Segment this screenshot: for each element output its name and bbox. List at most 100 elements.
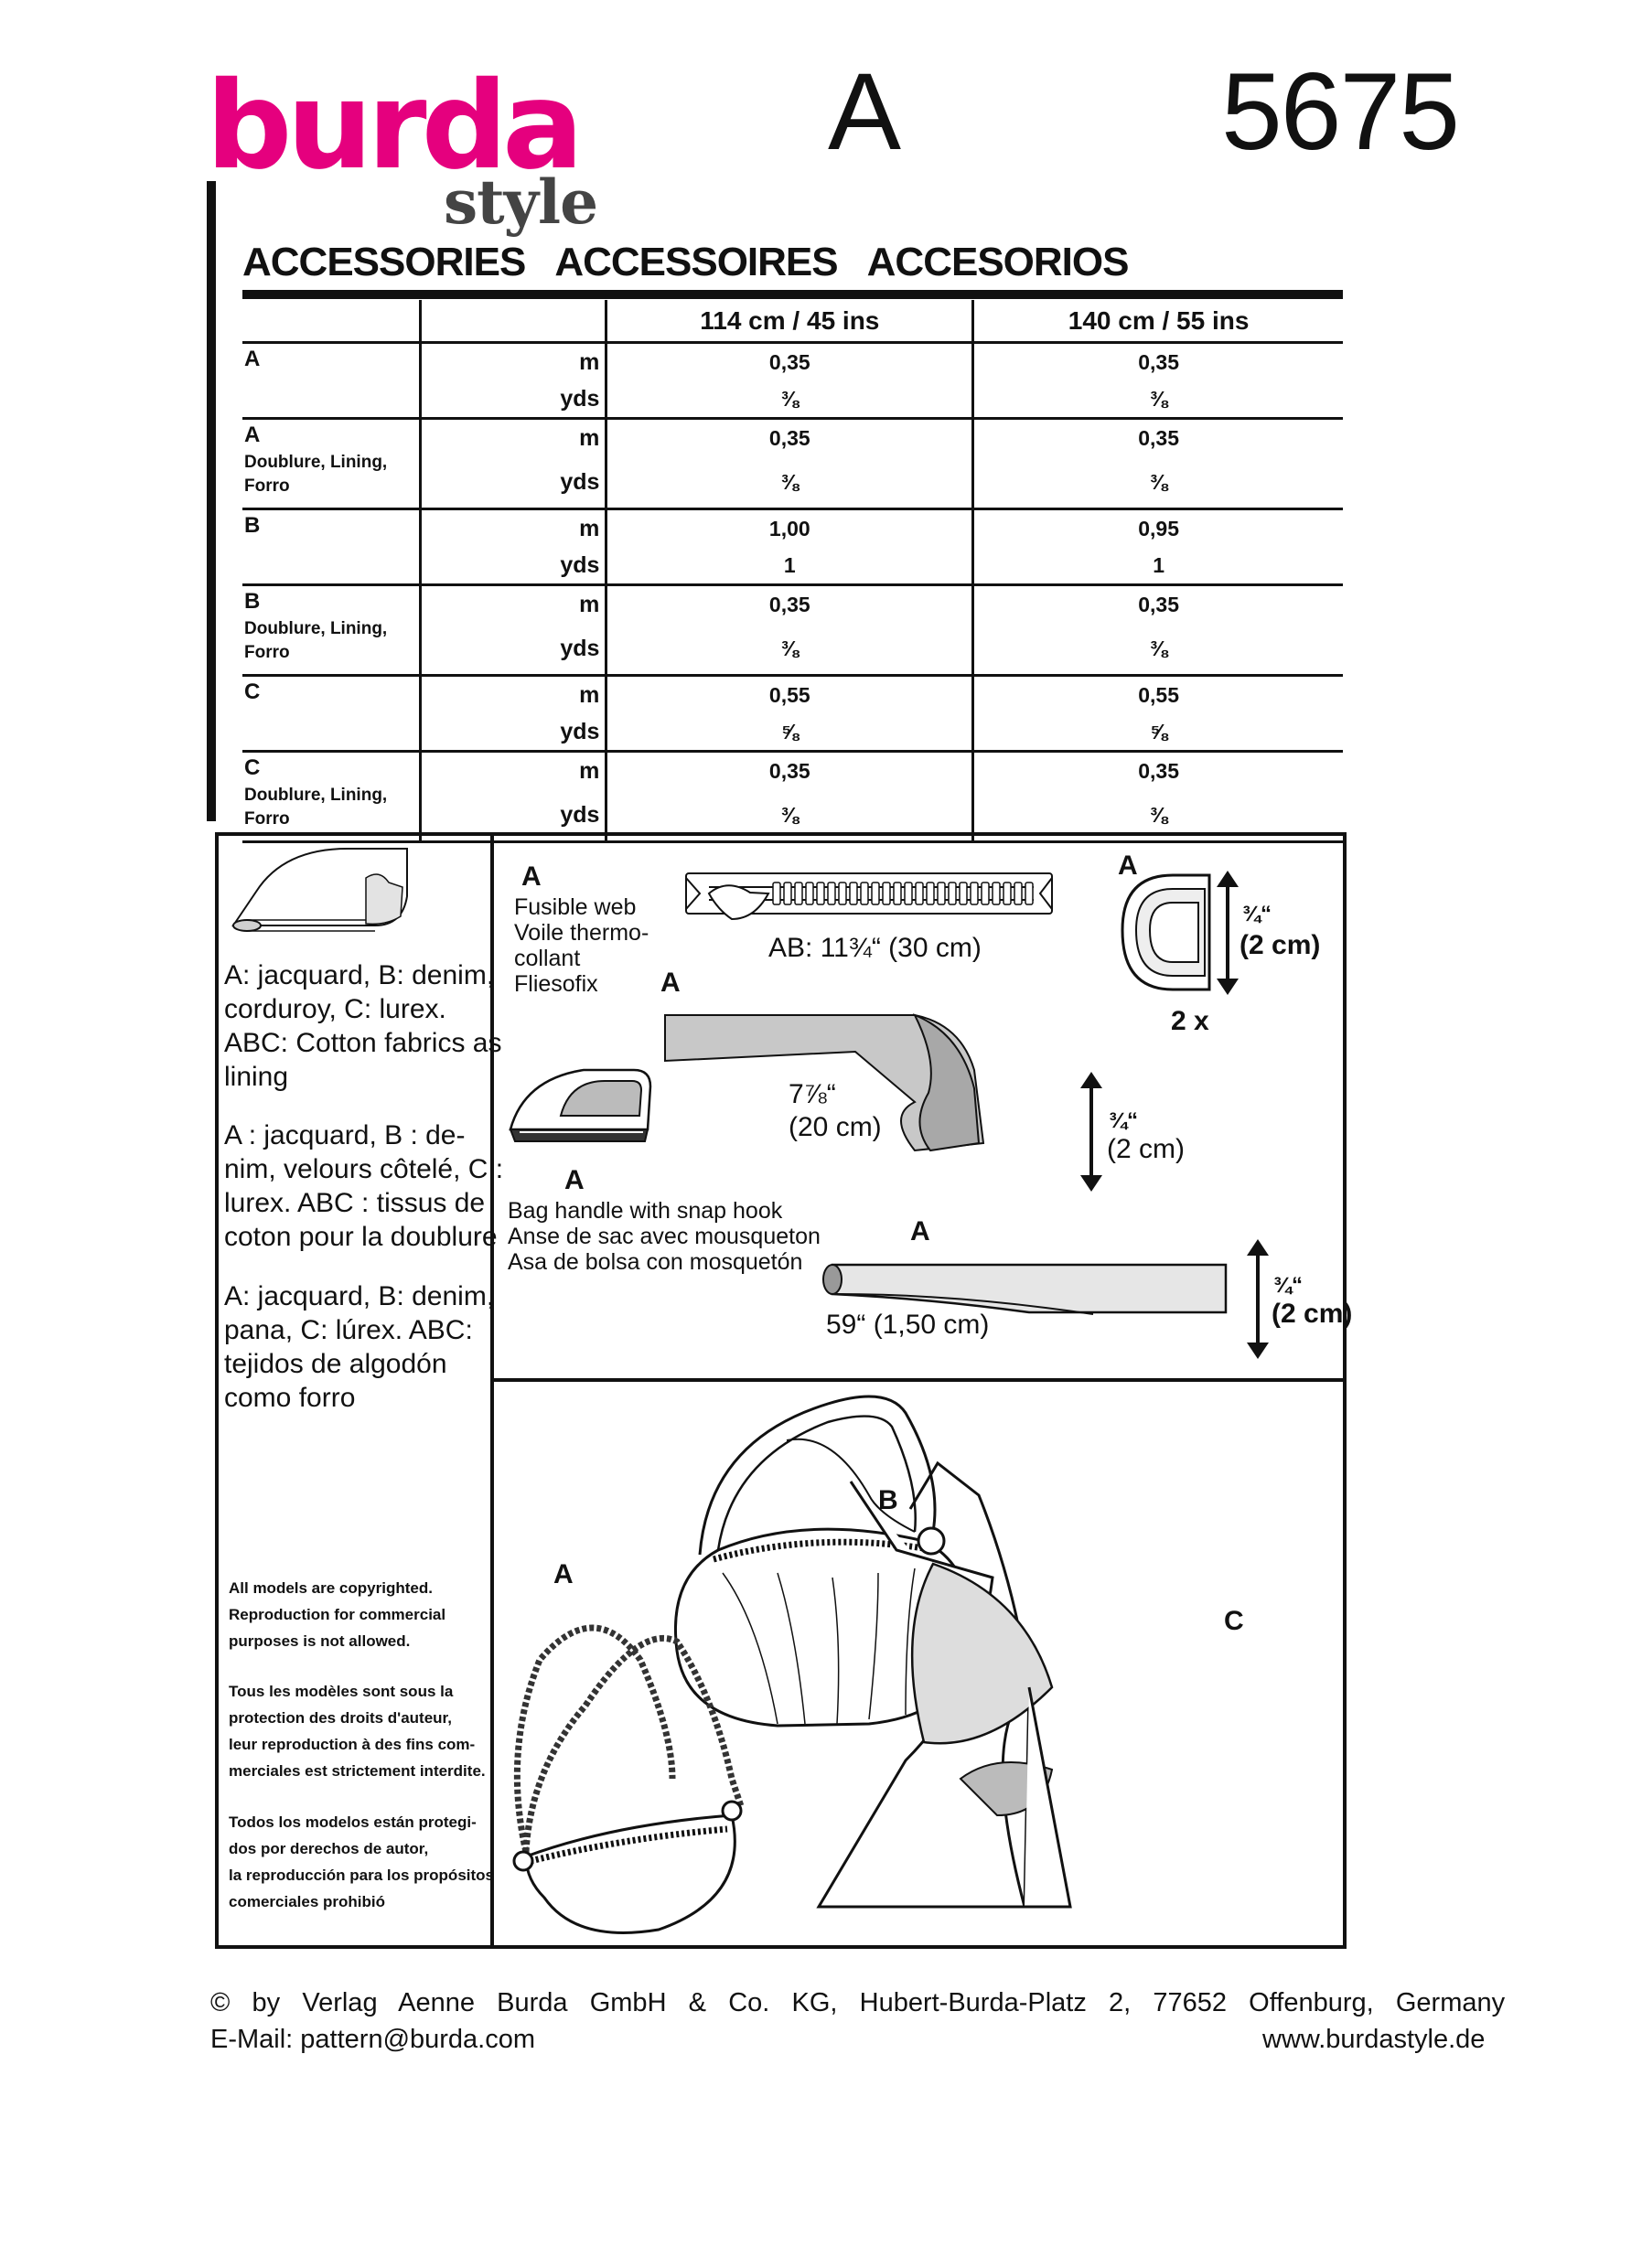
yardage-unit-cell-value: yds [560,802,600,828]
zipper-measure: AB: 11¾“ (30 cm) [768,933,982,963]
logo-style-text: style [444,166,598,238]
zipper-tooth [816,882,825,905]
yardage-view-sublabel: Forro [244,643,290,662]
yardage-width2-cell-value: ⅜ [1150,803,1168,827]
zipper-tooth [926,882,935,905]
zipper-tooth [882,882,891,905]
yardage-view-cell: A [242,342,423,420]
yardage-width2-cell-value: 1 [1153,553,1164,577]
yardage-width2-cell-value: 0,35 [1138,426,1179,450]
yardage-unit-cell: m yds [420,418,608,510]
models-box [490,1378,1347,1949]
fusible-tape-icon [664,1013,985,1152]
yardage-unit-cell-value: m [579,516,600,541]
yardage-unit-cell-value: yds [560,469,600,495]
copyright-notice-en: All models are copyrighted. Reproduction… [229,1579,446,1650]
model-b-label: B [878,1485,898,1515]
iron-view-label: A [564,1165,585,1195]
yardage-unit-cell-value: yds [560,552,600,578]
yardage-width2-cell: 0,95 1 [972,508,1343,586]
bag-handle-icon [822,1263,1228,1315]
yardage-width1-cell-value: 1,00 [768,517,810,540]
header-view-cell [242,300,423,344]
model-a-label: A [553,1559,574,1589]
fusible-web-label: Fusible web Voile thermo- collant Flieso… [514,894,649,997]
yardage-width2-cell: 0,35 ⅜ [972,418,1343,510]
yardage-view-letter: B [244,589,261,614]
yardage-view-sublabel: Forro [244,476,290,496]
yardage-width2-cell-value: 0,35 [1138,593,1179,616]
yardage-width2-cell-value: ⅝ [1150,720,1168,744]
yardage-unit-cell: m yds [420,675,608,753]
tape-width-arrow-icon [1080,1072,1102,1192]
burda-style-logo: burda style [206,66,598,240]
yardage-unit-cell-value: m [579,349,600,375]
yardage-unit-cell-value: m [579,758,600,784]
yardage-unit-cell-value: yds [560,386,600,412]
bag-models-illustration [512,1395,1072,1934]
yardage-width1-cell-value: ⅜ [780,470,799,494]
yardage-view-cell: A Doublure, Lining, Forro [242,418,423,510]
yardage-width1-cell-value: 0,35 [768,350,810,374]
yardage-width2-cell-value: 0,35 [1138,759,1179,783]
ring-quantity: 2 x [1171,1006,1209,1036]
copyright-notice-es: Todos los modelos están protegi- dos por… [229,1813,494,1910]
yardage-width1-cell: 0,35 ⅜ [606,418,975,510]
ring-width-bottom: (2 cm) [1240,930,1321,960]
ring-view-label: A [1118,850,1138,881]
yardage-unit-cell-value: m [579,425,600,451]
handle-width-arrow-icon [1247,1239,1269,1359]
yardage-width1-cell-value: 0,55 [768,683,810,707]
yardage-unit-cell: m yds [420,751,608,843]
left-vertical-bar [207,181,216,821]
header-width-114: 114 cm / 45 ins [606,300,975,344]
yardage-view-letter: A [244,347,261,371]
yardage-unit-cell-value: yds [560,719,600,744]
fabric-desc-es: A: jacquard, B: denim, pana, C: lúrex. A… [224,1281,495,1413]
title-rule [242,290,1343,299]
yardage-row: A Doublure, Lining, Forro m yds 0,35 ⅜ 0,35 ⅜ [242,418,1343,510]
zipper-tooth [915,882,924,905]
yardage-width2-cell-value: ⅜ [1150,637,1168,660]
footer-copyright: © by Verlag Aenne Burda GmbH & Co. KG, H… [210,1988,1506,2017]
header-width-140: 140 cm / 55 ins [972,300,1343,344]
view-letter: A [828,50,902,173]
yardage-unit-cell: m yds [420,342,608,420]
yardage-view-letter: A [244,423,261,447]
ring-width-top: ¾“ [1242,902,1272,926]
footer-website[interactable]: www.burdastyle.de [1262,2025,1486,2054]
yardage-view-sublabel: Doublure, Lining, [244,453,388,472]
zipper-tooth [937,882,946,905]
yardage-view-cell: B [242,508,423,586]
yardage-view-cell: C [242,675,423,753]
yardage-width2-cell-value: 0,95 [1138,517,1179,540]
yardage-view-letter: C [244,755,261,780]
yardage-view-letter: C [244,679,261,704]
tape-length-bottom: (20 cm) [789,1112,882,1142]
yardage-view-sublabel: Doublure, Lining, [244,786,388,805]
zipper-tooth [893,882,902,905]
yardage-width1-cell-value: ⅜ [780,637,799,660]
yardage-width1-cell-value: 0,35 [768,426,810,450]
yardage-unit-cell-value: m [579,682,600,708]
yardage-width1-cell-value: 0,35 [768,759,810,783]
yardage-width2-cell-value: ⅜ [1150,470,1168,494]
zipper-tooth [948,882,957,905]
fusible-view-label: A [521,861,542,892]
zipper-tooth [783,882,792,905]
yardage-header-row: 114 cm / 45 ins 140 cm / 55 ins [242,300,1343,344]
iron-icon [509,1068,652,1142]
